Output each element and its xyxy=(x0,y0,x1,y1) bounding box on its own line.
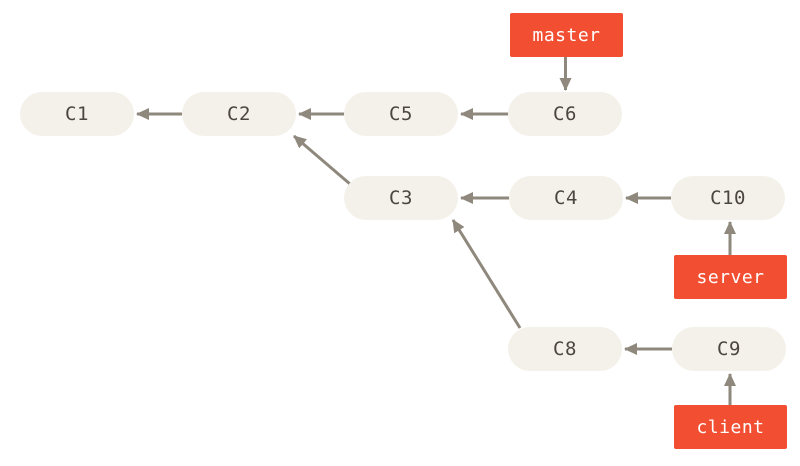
commit-node-c1: C1 xyxy=(20,92,134,136)
edge-c8-to-c3 xyxy=(451,219,522,329)
commit-node-c10: C10 xyxy=(671,176,785,220)
commit-node-c2: C2 xyxy=(182,92,296,136)
branch-label-master: master xyxy=(510,13,623,57)
commit-node-c8: C8 xyxy=(508,327,622,371)
commit-node-c3: C3 xyxy=(344,176,458,220)
commit-node-c9: C9 xyxy=(672,327,786,371)
commit-node-c6: C6 xyxy=(508,92,622,136)
commit-node-c4: C4 xyxy=(509,176,623,220)
edge-c3-to-c2 xyxy=(293,134,351,186)
commit-node-c5: C5 xyxy=(344,92,458,136)
branch-label-server: server xyxy=(674,255,787,299)
branch-label-client: client xyxy=(674,405,787,449)
